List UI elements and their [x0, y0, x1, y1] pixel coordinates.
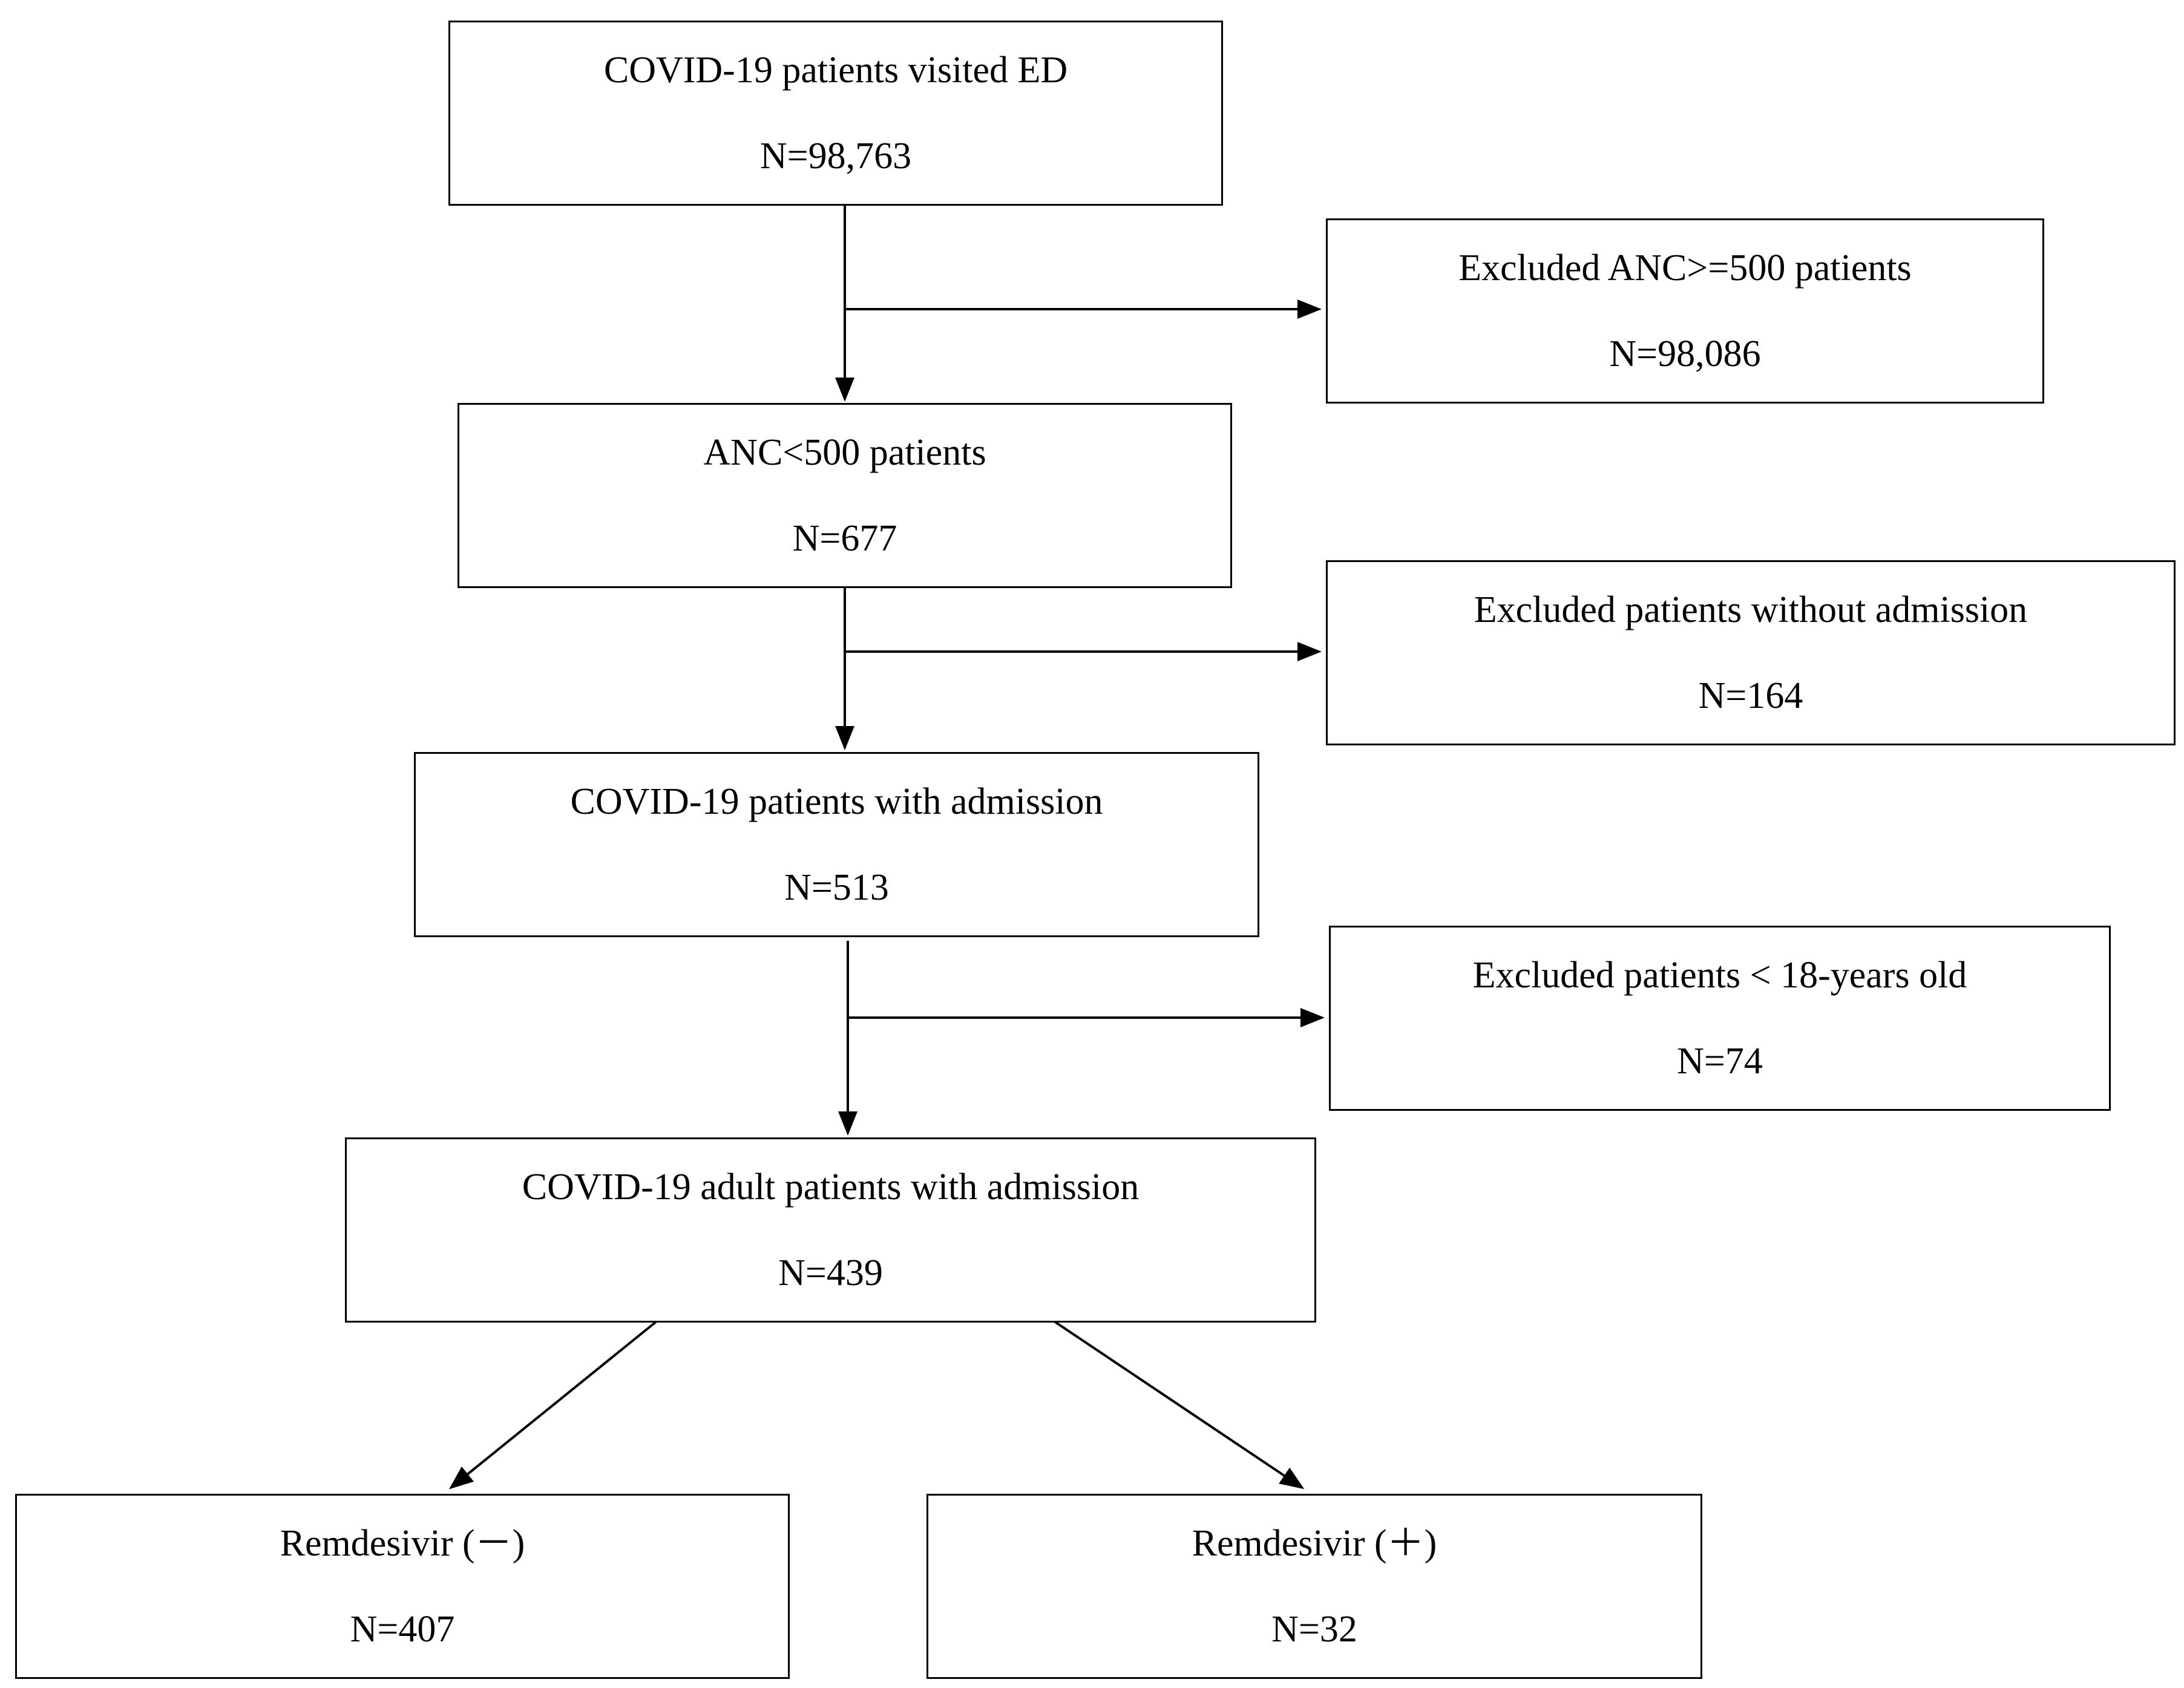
box-excluded-no-admission: Excluded patients without admission N=16…	[1326, 560, 2176, 745]
box-adult-with-admission-label: COVID-19 adult patients with admission	[522, 1166, 1140, 1208]
box-excluded-no-admission-count: N=164	[1698, 675, 1803, 716]
box-remdesivir-positive-label: Remdesivir (＋)	[1192, 1523, 1437, 1564]
box-anc-under-500-label: ANC<500 patients	[703, 432, 986, 473]
box-visited-ed-label: COVID-19 patients visited ED	[603, 50, 1068, 91]
box-anc-under-500-count: N=677	[792, 518, 897, 559]
arrow-adult-to-remdesivir-negative	[448, 1320, 658, 1490]
box-excluded-under-18-count: N=74	[1677, 1041, 1763, 1082]
box-excluded-anc: Excluded ANC>=500 patients N=98,086	[1326, 218, 2044, 404]
box-remdesivir-negative: Remdesivir (－) N=407	[15, 1494, 790, 1679]
box-with-admission-count: N=513	[784, 867, 889, 908]
box-excluded-under-18: Excluded patients < 18-years old N=74	[1329, 926, 2111, 1111]
box-with-admission: COVID-19 patients with admission N=513	[414, 752, 1259, 937]
box-remdesivir-negative-count: N=407	[350, 1609, 455, 1650]
box-visited-ed-count: N=98,763	[759, 136, 912, 177]
box-excluded-under-18-label: Excluded patients < 18-years old	[1472, 955, 1967, 996]
arrow-adult-to-remdesivir-positive	[1053, 1320, 1305, 1490]
box-excluded-no-admission-label: Excluded patients without admission	[1474, 589, 2028, 630]
box-with-admission-label: COVID-19 patients with admission	[570, 781, 1103, 822]
box-remdesivir-positive: Remdesivir (＋) N=32	[926, 1494, 1702, 1679]
box-remdesivir-negative-label: Remdesivir (－)	[280, 1523, 525, 1564]
box-adult-with-admission-count: N=439	[778, 1252, 883, 1294]
box-remdesivir-positive-count: N=32	[1271, 1609, 1357, 1650]
box-anc-under-500: ANC<500 patients N=677	[457, 403, 1232, 588]
box-excluded-anc-label: Excluded ANC>=500 patients	[1458, 247, 1912, 289]
box-visited-ed: COVID-19 patients visited ED N=98,763	[448, 21, 1223, 206]
box-excluded-anc-count: N=98,086	[1609, 333, 1761, 375]
box-adult-with-admission: COVID-19 adult patients with admission N…	[345, 1137, 1316, 1323]
